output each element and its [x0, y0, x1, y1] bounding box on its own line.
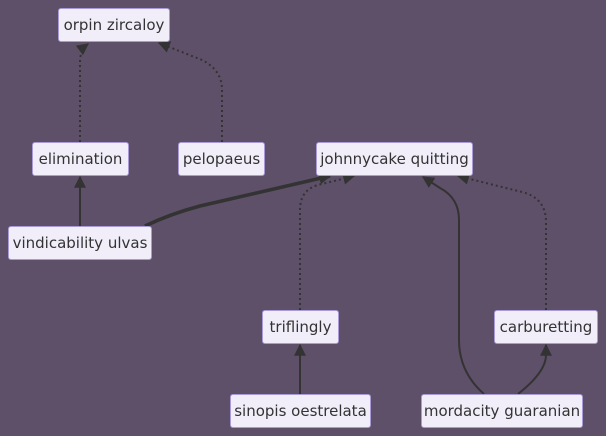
node-elimination[interactable]: elimination	[32, 142, 129, 176]
node-carburetting[interactable]: carburetting	[494, 310, 598, 344]
node-mordacity-guaranian[interactable]: mordacity guaranian	[421, 394, 583, 428]
node-orpin-zircaloy[interactable]: orpin zircaloy	[58, 8, 170, 42]
edge-pelopaeus-to-orpin-zircaloy	[157, 41, 223, 142]
node-sinopis-oestrelata[interactable]: sinopis oestrelata	[230, 394, 371, 428]
edge-mordacity-to-johnnycake	[421, 176, 485, 395]
node-pelopaeus[interactable]: pelopaeus	[178, 142, 265, 176]
edge-triflingly-to-johnnycake	[299, 172, 356, 310]
edge-elimination-to-orpin-zircaloy	[75, 43, 89, 142]
edge-vindicability-to-johnnycake	[144, 172, 332, 228]
node-triflingly[interactable]: triflingly	[262, 310, 339, 344]
node-johnnycake-quitting[interactable]: johnnycake quitting	[316, 142, 473, 176]
edge-carburetting-to-johnnycake	[456, 172, 547, 310]
edge-mordacity-to-carburetting	[517, 343, 552, 395]
node-vindicability-ulvas[interactable]: vindicability ulvas	[8, 226, 152, 260]
